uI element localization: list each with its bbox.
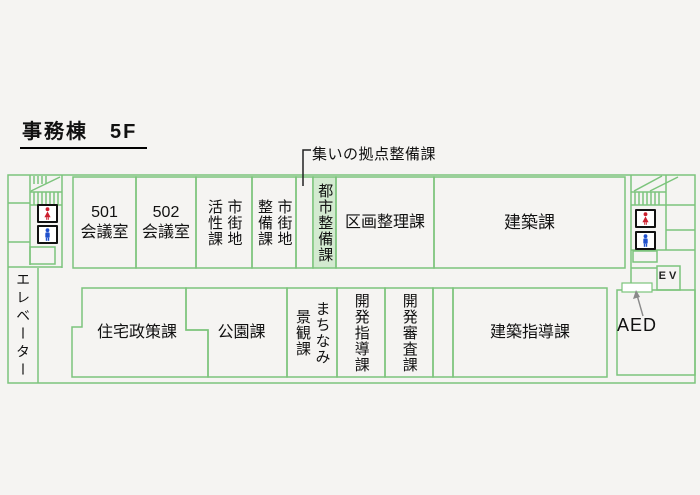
- elevator-label: エレベーター: [15, 271, 32, 380]
- room-502-number: 502: [152, 204, 180, 221]
- room-machinami-label: まちなみ景観課: [294, 300, 331, 365]
- room-501-number: 501: [91, 204, 118, 221]
- male-pictogram: [643, 234, 648, 247]
- room-501-label: 501 会議室: [73, 178, 136, 268]
- right-utility-walls: [630, 175, 695, 291]
- stairs-left: [30, 176, 62, 206]
- room-small-outline: [432, 287, 454, 378]
- room-kaihatsu-shinsa-label: 開発審査課: [400, 292, 418, 373]
- room-kukaku-seiri-label: 区画整理課: [344, 214, 425, 231]
- room-kaihatsu-shidou-label: 開発指導課: [352, 292, 370, 373]
- room-kenchiku-shidou-outline: [452, 287, 608, 378]
- room-kenchiku-outline: [433, 176, 626, 269]
- aed-label: AED: [616, 314, 657, 335]
- room-jutaku-label: 住宅政策課: [96, 323, 177, 341]
- room-502-label: 502 会議室: [136, 178, 196, 268]
- female-pictogram: [44, 207, 51, 220]
- room-kouen-label: 公園課: [217, 323, 266, 341]
- room-501-name: 会議室: [80, 224, 129, 241]
- male-restroom-icon-left: [37, 225, 58, 244]
- annotation-pointer-line: [302, 149, 311, 186]
- aed-marker: [621, 282, 653, 317]
- walls: [7, 174, 696, 384]
- room-502-name: 会議室: [141, 224, 190, 241]
- room-shigaichi-kassei-label: 市街地活性課: [206, 199, 243, 247]
- left-utility-walls: [8, 175, 63, 383]
- room-aed-outline: [616, 289, 696, 376]
- room-tsudoi-outline: [295, 176, 314, 269]
- tsudoi-annotation-label: 集いの拠点整備課: [312, 146, 437, 163]
- page-title: 事務棟 5F: [20, 115, 148, 149]
- outer-wall: [7, 174, 696, 384]
- room-kenchiku-label: 建築課: [504, 213, 555, 233]
- aed-arrow-head: [633, 290, 640, 299]
- female-pictogram: [642, 212, 649, 225]
- male-pictogram: [45, 228, 50, 241]
- room-kenchiku-shidou-label: 建築指導課: [489, 323, 570, 341]
- ev-room-outline: [656, 265, 681, 291]
- ev-label: EV: [658, 270, 680, 283]
- female-restroom-icon-right: [635, 209, 656, 228]
- male-restroom-icon-right: [635, 231, 656, 250]
- room-toshi-seibi-label: 都市整備課: [316, 183, 334, 263]
- room-shigaichi-seibi-label: 市街地整備課: [256, 199, 293, 247]
- female-restroom-icon-left: [37, 204, 58, 223]
- stairs-right: [631, 175, 695, 206]
